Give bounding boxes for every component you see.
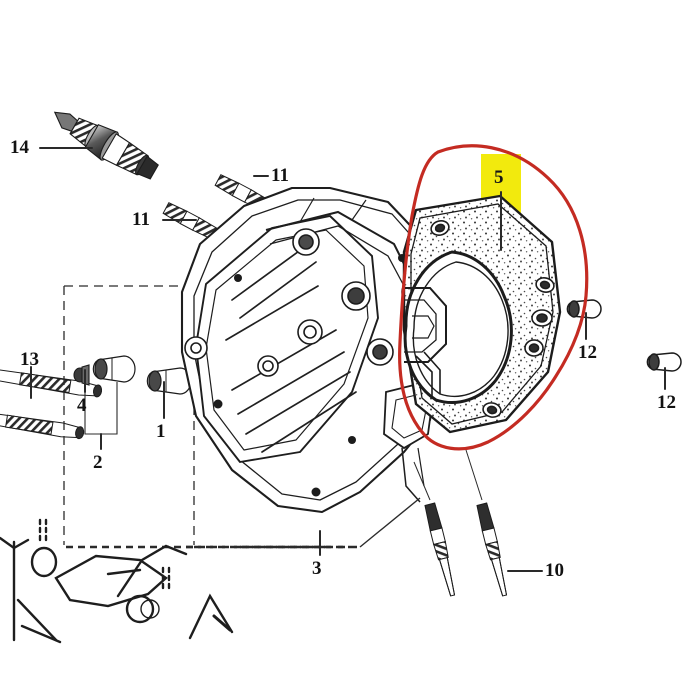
callout-label-10: 10: [545, 560, 564, 581]
callout-label-3: 3: [312, 558, 322, 579]
callout-label-11-b: 11: [271, 165, 289, 186]
stud-bolt-10-leaders: [413, 449, 483, 501]
valve-guide-2: [92, 355, 136, 383]
callout-label-4: 4: [77, 395, 87, 416]
leader-part-3: [359, 497, 421, 548]
callout-label-1: 1: [156, 421, 166, 442]
hose-assembly-partial: [0, 518, 234, 644]
dowel-pin-12-b: [646, 352, 682, 372]
spark-plug-part: [53, 111, 159, 180]
valve-guide-1: [146, 367, 192, 395]
callout-label-2: 2: [93, 452, 103, 473]
red-annotation-circle: [398, 144, 589, 451]
callout-label-13: 13: [20, 349, 39, 370]
callout-label-14: 14: [10, 137, 29, 158]
callout-label-11-a: 11: [132, 209, 150, 230]
cylinder-head-gasket: [402, 194, 562, 434]
callout-label-5: 5: [494, 167, 504, 188]
valve-stem-13-b: [0, 409, 85, 440]
callout-leader-lines: [30, 147, 666, 572]
callout-label-12-b: 12: [657, 392, 676, 413]
dashed-group-box: [63, 285, 195, 545]
stud-bolt-10-b: [476, 502, 508, 597]
callout-label-12-a: 12: [578, 342, 597, 363]
stud-bolt-10-a: [424, 502, 456, 597]
